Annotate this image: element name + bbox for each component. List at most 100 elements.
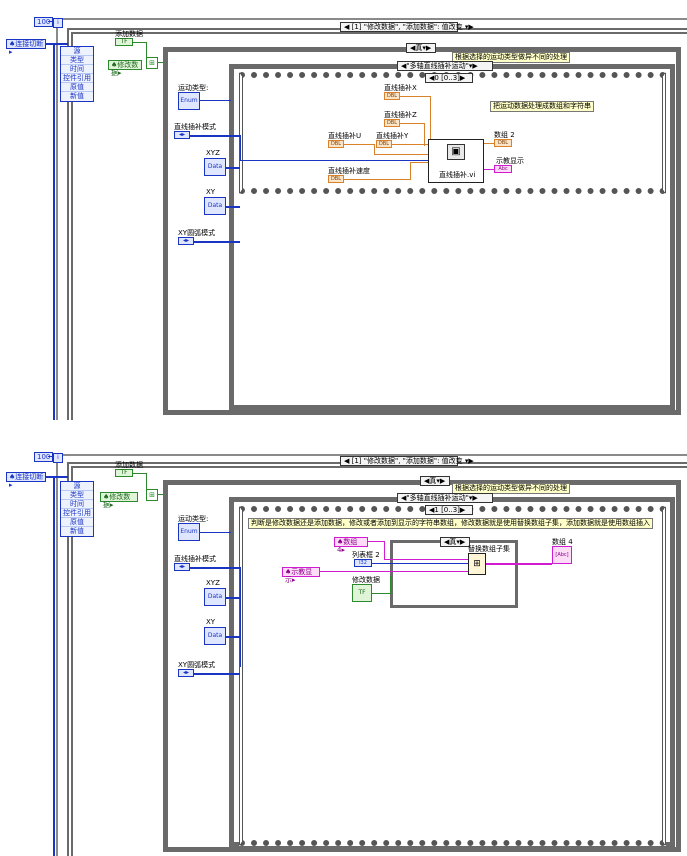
line-u-terminal[interactable]: DBL [328,140,344,148]
event-item-time[interactable]: 时间 [61,65,93,74]
case-selector-motion-2[interactable]: ◀"多轴直线插补运动"▾▶ [397,493,493,503]
loop-count-constant-2[interactable]: 100 [34,452,54,462]
event-item-source[interactable]: 源 [61,47,93,56]
or-function-2[interactable]: ⊞ [146,489,158,501]
xy-arc-terminal[interactable]: ◂▸ [178,237,194,245]
line-mode-label: 直线插补模式 [174,123,216,131]
event-item-time-2[interactable]: 时间 [61,500,93,509]
loop-count-constant[interactable]: 100 [34,17,54,27]
case-selector-motion[interactable]: ◀"多轴直线插补运动"▾▶ [397,61,493,71]
event-item-ctlref-2[interactable]: 控件引用 [61,509,93,518]
seq-prev-icon[interactable]: ◀ [429,74,435,82]
array4-terminal[interactable]: [Abc] [552,546,572,564]
out-wire [486,563,552,565]
line-interp-subvi[interactable]: ▣ 直线插补.vi [428,139,484,183]
line-x-label: 直线插补X [384,84,417,92]
event-selector[interactable]: ◀ [1] "修改数据", "添加数据": 值改变 ▾▶ [340,22,474,32]
loop-count-terminal-2[interactable]: i [53,453,63,463]
line-mode-terminal-2[interactable]: ◂▸ [174,563,190,571]
case-prev-icon[interactable]: ◀ [410,44,416,52]
line-x-terminal[interactable]: DBL [384,92,400,100]
line-mode-terminal[interactable]: ◂▸ [174,131,190,139]
serial-vertical-wire-2 [53,477,55,856]
array2-terminal[interactable]: DBL [494,139,512,147]
event-item-source-2[interactable]: 源 [61,482,93,491]
comment-judge: 判断是修改数据还是添加数据，修改或者添加到显示的字符串数组，修改数据就是使用替换… [248,518,653,529]
inner-case-next-icon[interactable]: ▾▶ [456,538,466,546]
motion-prev-icon[interactable]: ◀ [401,62,407,70]
count-wire [48,21,54,22]
show-display-ref[interactable]: ♠示教显示▸ [282,567,320,584]
xyz-wire [226,167,240,169]
case-next-icon-2[interactable]: ▾▶ [436,477,446,485]
modify-data-terminal-2[interactable]: ♠修改数据▸ [100,492,138,509]
event-item-type[interactable]: 类型 [61,56,93,65]
add-data-terminal[interactable]: TF [115,38,133,46]
case-selector-true-2[interactable]: ◀真▾▶ [420,476,450,486]
replace-array-glyph-icon: ⊞ [473,559,481,569]
event-data-node[interactable]: 源 类型 时间 控件引用 原值 新值 [60,46,94,102]
xy-terminal[interactable]: Data [204,197,226,215]
motion-prev-icon-2[interactable]: ◀ [401,494,407,502]
event-item-newval-2[interactable]: 新值 [61,527,93,535]
xyz-terminal[interactable]: Data [204,158,226,176]
event-item-newval[interactable]: 新值 [61,92,93,100]
screenshot-divider [0,426,687,427]
or-function[interactable]: ⊞ [146,57,158,69]
line-y-label: 直线插补Y [376,132,409,140]
sequence-selector-2[interactable]: ◀1 [0..3]▶ [425,505,473,515]
event-selector-2[interactable]: ◀ [1] "修改数据", "添加数据": 值改变 ▾▶ [340,456,474,466]
comment-motion-type: 根据选择的运动类型做异不同的处理 [452,52,570,63]
case-next-icon[interactable]: ▾▶ [422,44,432,52]
array4-small-terminal[interactable]: ♠数组 4▸ [334,537,368,554]
xy-label: XY [206,188,216,196]
motion-type-label: 运动类型: [178,84,209,92]
decrement-arrow-icon[interactable]: ◀ [344,23,350,31]
event-data-node-2[interactable]: 源 类型 时间 控件引用 原值 新值 [60,481,94,537]
loop-count-terminal[interactable]: i [53,18,63,28]
replace-array-subset-node[interactable]: ⊞ [468,553,486,575]
array2-label: 数组 2 [494,131,515,139]
event-item-ctlref[interactable]: 控件引用 [61,74,93,83]
add-data-terminal-2[interactable]: TF [115,469,133,477]
decrement-arrow-icon-2[interactable]: ◀ [344,457,350,465]
xy-terminal-2[interactable]: Data [204,627,226,645]
line-z-terminal[interactable]: DBL [384,119,400,127]
modify-data-terminal[interactable]: ♠修改数据▸ [108,60,142,77]
u-wire-c [374,154,428,155]
line-speed-terminal[interactable]: DBL [328,175,344,183]
dropdown-arrow-icon[interactable]: ▾▶ [464,23,474,31]
seq-next-icon-2[interactable]: ▶ [459,506,466,514]
serial-wire [46,43,68,45]
motion-type-terminal[interactable]: Enum [178,92,200,110]
inner-case-prev-icon[interactable]: ◀ [444,538,450,546]
xy-arc-terminal-2[interactable]: ◂▸ [178,669,194,677]
event-item-type-2[interactable]: 类型 [61,491,93,500]
seq-next-icon[interactable]: ▶ [459,74,466,82]
motion-type-terminal-2[interactable]: Enum [178,523,200,541]
modify-data-bool-terminal[interactable]: TF [352,584,372,602]
xyz-terminal-2[interactable]: Data [204,588,226,606]
serial-glyph-icon-2: ♠ [9,473,16,481]
case-selector-true[interactable]: ◀真▾▶ [406,43,436,53]
case-prev-icon-2[interactable]: ◀ [424,477,430,485]
xyz-wire-2 [226,597,240,599]
show-display-terminal[interactable]: Abc [494,165,512,173]
seq-prev-icon-2[interactable]: ◀ [429,506,435,514]
dropdown-arrow-icon-2[interactable]: ▾▶ [464,457,474,465]
connect-serial-node-2[interactable]: ♠连接切断▸ [6,472,46,489]
comment-motion-type-2: 根据选择的运动类型做异不同的处理 [452,483,570,494]
x-wire-b [430,96,431,140]
motion-next-icon-2[interactable]: ▾▶ [468,494,478,502]
line-y-terminal[interactable]: DBL [376,140,392,148]
sequence-selector[interactable]: ◀0 [0..3]▶ [425,73,473,83]
motion-next-icon[interactable]: ▾▶ [468,62,478,70]
z-wire-a [400,123,424,124]
xy-label-2: XY [206,618,216,626]
event-item-oldval-2[interactable]: 原值 [61,518,93,527]
inner-case-selector[interactable]: ◀真▾▶ [440,537,470,547]
line-mode-wire-2 [190,567,240,569]
row-index-terminal[interactable]: I32 [354,559,372,567]
event-item-oldval[interactable]: 原值 [61,83,93,92]
connect-serial-node[interactable]: ♠连接切断▸ [6,39,46,56]
